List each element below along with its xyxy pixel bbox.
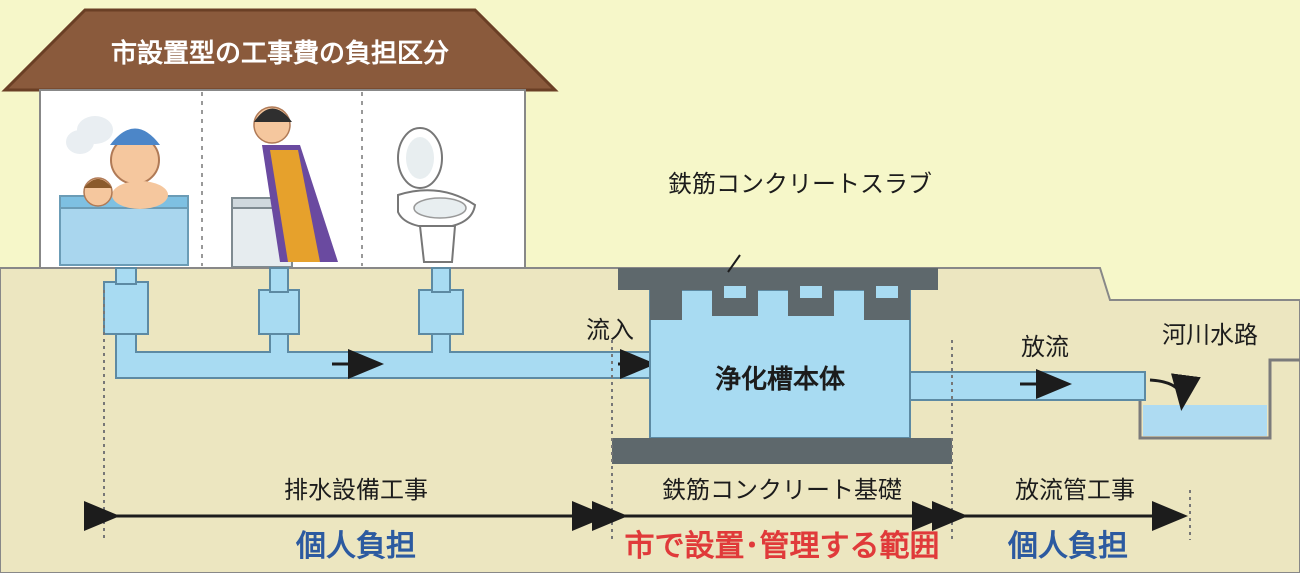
discharge-label: 放流 <box>1021 333 1069 361</box>
river-label: 河川水路 <box>1162 321 1258 349</box>
slab-label: 鉄筋コンクリートスラブ <box>668 170 932 198</box>
city-scope-label: 市で設置･管理する範囲 <box>625 529 940 564</box>
discharge-pipe-work-label: 放流管工事 <box>1015 476 1135 504</box>
personal-cost-label: 個人負担 <box>1007 529 1128 564</box>
foundation-label: 鉄筋コンクリート基礎 <box>662 476 902 504</box>
house-title: 市設置型の工事費の負担区分 <box>111 38 449 69</box>
washing-machine-icon <box>231 106 338 268</box>
bathtub-icon <box>59 116 189 266</box>
rc-foundation <box>612 438 952 464</box>
septic-tank <box>612 268 952 464</box>
drain-pipes <box>103 267 1146 401</box>
tank-label: 浄化槽本体 <box>715 365 846 395</box>
drain-work-label: 排水設備工事 <box>284 476 428 504</box>
toilet-icon <box>397 127 477 263</box>
slab-leader <box>727 254 741 273</box>
river-channel <box>1138 358 1300 440</box>
inflow-label: 流入 <box>586 316 634 344</box>
house-roof: 市設置型の工事費の負担区分 <box>1 8 559 92</box>
personal-cost-label: 個人負担 <box>295 529 416 564</box>
